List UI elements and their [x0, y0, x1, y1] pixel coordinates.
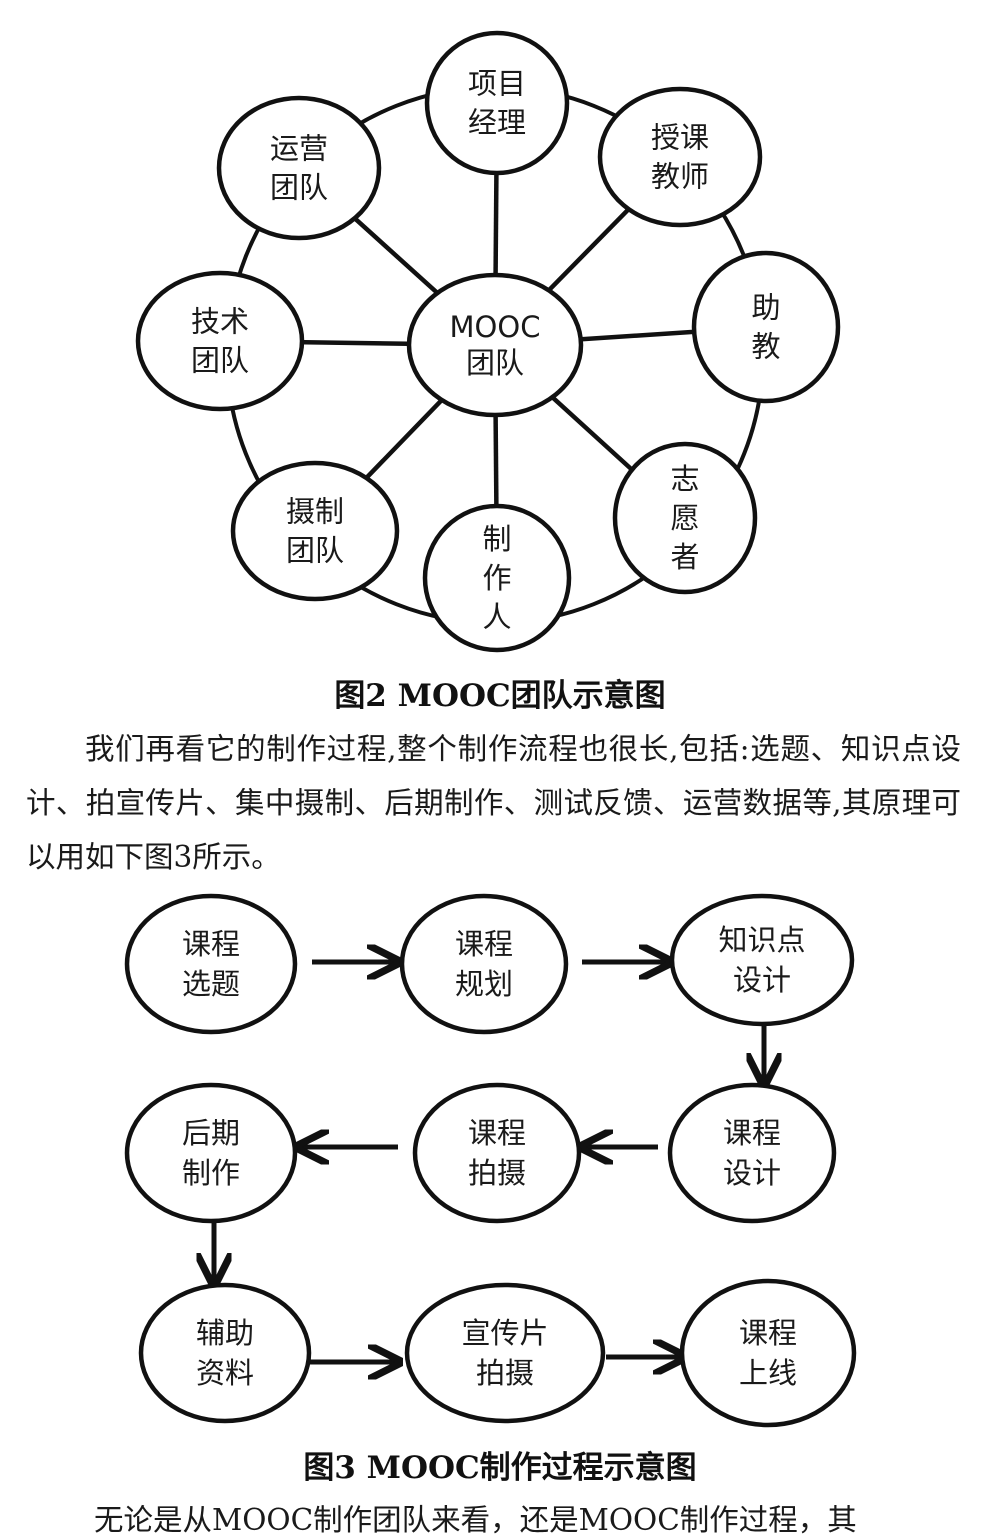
step-knowledge-design-label-1: 设计 [733, 963, 791, 997]
step-post-production-label-0: 后期 [182, 1116, 240, 1150]
hub-node-ellipse [406, 272, 584, 418]
node-filming-team-label-1: 团队 [286, 534, 344, 568]
step-course-design-ellipse [667, 1082, 837, 1224]
node-assistant-label-1: 教 [751, 330, 780, 364]
node-producer-label-1: 作 [482, 561, 511, 595]
next-paragraph-fragment: 无论是从MOOC制作团队来看，还是MOOC制作过程，其 [94, 1503, 857, 1537]
step-knowledge-design-ellipse [669, 893, 855, 1027]
step-post-production-label-1: 制作 [182, 1156, 240, 1190]
step-course-design-label-1: 设计 [723, 1156, 781, 1190]
step-promo-filming-label-0: 宣传片 [461, 1316, 548, 1350]
node-producer-label-2: 人 [482, 600, 511, 634]
node-teacher-ellipse [597, 86, 763, 228]
step-course-launch-label-0: 课程 [739, 1316, 797, 1350]
step-knowledge-design: 知识点设计 [669, 893, 855, 1027]
node-filming-team-ellipse [230, 460, 400, 602]
node-assistant-label-0: 助 [751, 291, 780, 325]
step-course-topic-label-0: 课程 [182, 927, 240, 961]
hub-node-label-0: MOOC [450, 310, 541, 344]
step-course-topic-ellipse [124, 893, 298, 1035]
step-course-plan-label-1: 规划 [455, 967, 513, 1001]
step-aux-materials-label-1: 资料 [196, 1356, 254, 1390]
node-producer: 制作人 [422, 503, 572, 653]
step-course-launch-ellipse [679, 1278, 857, 1428]
node-volunteer: 志愿者 [612, 441, 758, 595]
node-tech-team-label-1: 团队 [191, 344, 249, 378]
step-promo-filming-ellipse [404, 1282, 606, 1424]
step-aux-materials-ellipse [138, 1282, 312, 1424]
hub-node: MOOC团队 [406, 272, 584, 418]
step-course-plan-label-0: 课程 [455, 927, 513, 961]
node-producer-ellipse [422, 503, 572, 653]
node-producer-label-0: 制 [482, 522, 511, 556]
mooc-team-diagram: 项目经理授课教师助教志愿者制作人摄制团队技术团队运营团队MOOC团队 [135, 30, 841, 653]
step-knowledge-design-label-0: 知识点 [718, 923, 805, 957]
node-assistant-ellipse [691, 250, 841, 404]
node-volunteer-label-0: 志 [670, 462, 699, 496]
step-promo-filming-label-1: 拍摄 [476, 1356, 534, 1390]
node-tech-team-ellipse [135, 270, 305, 412]
node-teacher-label-1: 教师 [651, 160, 709, 194]
step-course-filming-ellipse [412, 1082, 582, 1224]
node-project-manager-label-1: 经理 [468, 106, 526, 140]
step-course-plan-ellipse [399, 893, 569, 1035]
step-course-topic-label-1: 选题 [182, 967, 240, 1001]
body-paragraph: 我们再看它的制作过程,整个制作流程也很长,包括:选题、知识点设计、拍宣传片、集中… [26, 732, 961, 874]
node-assistant: 助教 [691, 250, 841, 404]
node-volunteer-label-1: 愿 [670, 501, 699, 535]
team-nodes: 项目经理授课教师助教志愿者制作人摄制团队技术团队运营团队MOOC团队 [135, 30, 841, 653]
step-course-filming-label-0: 课程 [468, 1116, 526, 1150]
step-post-production-ellipse [124, 1082, 298, 1224]
step-post-production: 后期制作 [124, 1082, 298, 1224]
node-ops-team-label-1: 团队 [270, 171, 328, 205]
node-teacher-label-0: 授课 [651, 121, 709, 155]
step-course-design-label-0: 课程 [723, 1116, 781, 1150]
flow-arrows [214, 962, 764, 1362]
step-course-launch-label-1: 上线 [739, 1356, 797, 1390]
figure-3-caption: 图3 MOOC制作过程示意图 [303, 1450, 697, 1486]
step-course-filming-label-1: 拍摄 [468, 1156, 526, 1190]
node-volunteer-ellipse [612, 441, 758, 595]
node-project-manager-label-0: 项目 [468, 67, 526, 101]
hub-node-label-1: 团队 [466, 346, 524, 380]
node-tech-team-label-0: 技术 [191, 305, 249, 339]
node-filming-team-label-0: 摄制 [286, 495, 344, 529]
node-ops-team-ellipse [216, 95, 382, 241]
figure-2-caption: 图2 MOOC团队示意图 [334, 678, 666, 714]
node-project-manager-ellipse [424, 30, 570, 176]
step-aux-materials-label-0: 辅助 [196, 1316, 254, 1350]
node-ops-team-label-0: 运营 [270, 132, 328, 166]
node-volunteer-label-2: 者 [670, 540, 699, 574]
